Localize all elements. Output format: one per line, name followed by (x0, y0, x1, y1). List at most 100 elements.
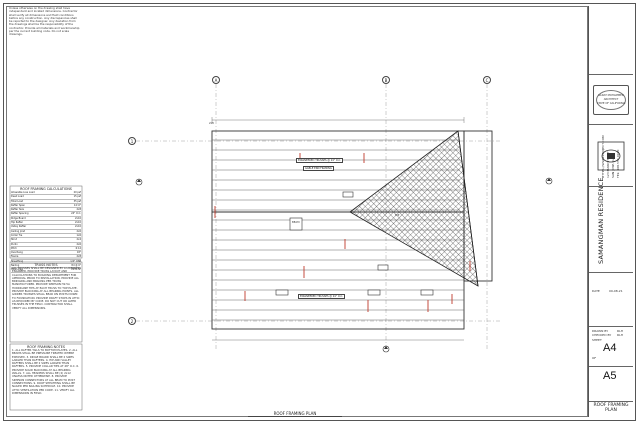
roof-table-cell-label: Total Area (11, 268, 23, 272)
roof-table-cell-value: 24" O.C. (71, 212, 81, 216)
roof-table-cell-label: Rafter Span (11, 203, 26, 207)
stamp-title: ARCHITECT (603, 98, 619, 101)
roof-table-row: Overhang 18" (11, 251, 81, 256)
roof-table-cell-value: 35 psf (73, 199, 81, 203)
roof-table-cell-label: Rafter Spacing (11, 212, 29, 216)
dimension-tag: 2x8 (209, 122, 214, 125)
grid-bubble-1: 1 (128, 137, 136, 145)
project-owner: SAMANGMAN RESIDENCE (597, 177, 605, 264)
truss-label-top: ENGINEERED TRUSSES @ 24" O.C. (296, 158, 344, 163)
roof-table-cell-label: Total Load (11, 199, 24, 203)
roof-framing-drawing (9, 84, 553, 411)
roof-table-cell-label: Valley Rafter (11, 225, 27, 229)
roof-table-row: Nailing 8d @ 6" (11, 264, 81, 269)
checked-value: RLH (617, 333, 624, 337)
roof-table-cell-label: Strut (11, 238, 17, 242)
roof-table-cell-value: 2x8 (76, 208, 81, 212)
roof-table-cell-value: 15 psf (73, 195, 81, 199)
roof-table-row: Purlin 2x6 (11, 243, 81, 247)
sheet-border (3, 3, 636, 421)
drawing-title: ROOF FRAMING PLAN (273, 411, 317, 416)
roof-table-cell-label: Ridge Board (11, 216, 26, 220)
roof-table-row: Total Area 2150 SF (11, 268, 81, 273)
roof-table-cell-label: Collar Tie (11, 233, 23, 237)
roof-table-row: Ceiling Joist 2x6 (11, 230, 81, 234)
roof-table-row: Collar Tie 1x6 (11, 233, 81, 239)
architect-stamp: SADAT MOHAMMED ARCHITECT STATE OF CALIFO… (593, 85, 629, 115)
general-disclaimer: Unless otherwise on the drawing shall ha… (9, 6, 80, 37)
roof-table-cell-value: 8d @ 6" (71, 264, 81, 268)
date-value: 09-08-21 (609, 289, 623, 293)
roof-table-cell-value: 2x10 (75, 221, 81, 225)
grid-bubble-c: C (483, 76, 491, 84)
roof-table-row: Allowable Live Load 20 psf (11, 191, 81, 196)
stamp-name: SADAT MOHAMMED (598, 94, 624, 97)
roof-table-cell-value: 14'-0" (73, 203, 81, 207)
truss-notes-title: TRUSS NOTES (34, 263, 58, 267)
roof-table-row: Rafter Span 14'-0" (11, 203, 81, 209)
drawn-value: RLH (617, 329, 624, 333)
grid-bubble-2: 2 (128, 317, 136, 325)
stamp-seal-icon (596, 90, 626, 110)
roof-table-row: Sheathing 1/2" OSB (11, 259, 81, 265)
beam-label: BEAM (292, 221, 300, 224)
roof-framing-notes: ROOF FRAMING NOTES 1. ALL RAFTER TAILS T… (12, 345, 80, 395)
roof-table-title: ROOF FRAMING CALCULATIONS (20, 187, 72, 191)
roof-table-cell-label: Pitch (11, 246, 17, 250)
roof-table-cell-value: 2x10 (75, 216, 81, 220)
roof-table-cell-value: 20 psf (73, 191, 81, 194)
roof-notes-body: 1. ALL RAFTER TAILS TO BOTTOM PLATES. 2.… (12, 348, 79, 395)
roof-table-cell-value: 1x6 (76, 233, 81, 237)
sheet-title: ROOF FRAMING PLAN (593, 403, 629, 413)
roof-table-row: Strut 2x4 (11, 238, 81, 243)
roof-table-row: Ridge Board 2x10 (11, 216, 81, 222)
stamp-state: STATE OF CALIFORNIA (596, 102, 626, 105)
roof-table-cell-label: Overhang (11, 251, 23, 255)
roof-table-cell-value: 2x6 (76, 229, 81, 233)
roof-table-row: Total Load 35 psf (11, 200, 81, 204)
drawn-label: DRAWN BY (592, 329, 609, 333)
truss-notes-body: ALL TRUSSES SHALL BE DESIGNED BY A LICEN… (12, 266, 80, 310)
roof-table-cell-label: Dead Load (11, 195, 24, 199)
roof-table-row: Pitch 6:12 (11, 246, 81, 252)
date-label: DATE (592, 289, 600, 293)
gable-label: GABLE END FRAMING (303, 166, 334, 171)
roof-notes-title: ROOF FRAMING NOTES (27, 345, 65, 349)
roof-table-cell-label: Hip Rafter (11, 221, 24, 225)
roof-table-cell-value: 18" (76, 251, 81, 255)
roof-calculation-table: ROOF FRAMING CALCULATIONS Allowable Live… (11, 187, 81, 273)
roof-table-row: Rafter Spacing 24" O.C. (11, 212, 81, 217)
roof-table-row: Dead Load 15 psf (11, 195, 81, 200)
roof-table-cell-value: 2150 SF (71, 268, 81, 272)
roof-table-cell-label: Ceiling Joist (11, 229, 25, 233)
roof-table-cell-label: Allowable Live Load (11, 191, 35, 194)
truss-label-bottom: ENGINEERED TRUSSES @ 24" O.C. (298, 294, 346, 299)
roof-table-row: Rafter Size 2x8 (11, 208, 81, 213)
roof-table-cell-label: Sheathing (11, 259, 24, 263)
grid-bubble-b: B (382, 76, 390, 84)
firm-logo-icon (597, 141, 625, 171)
roof-table-cell-value: 2x4 (76, 238, 81, 242)
title-underline (248, 416, 342, 417)
roof-table-row: Fascia 2x8 (11, 255, 81, 260)
title-block: SADAT MOHAMMED ARCHITECT STATE OF CALIFO… (588, 6, 633, 417)
roof-table-cell-value: 1/2" OSB (70, 259, 81, 263)
grid-bubble-a: A (212, 76, 220, 84)
roof-table-cell-value: 2x8 (76, 255, 81, 259)
roof-table-cell-value: 6:12 (75, 246, 81, 250)
total-sheets: A5 (603, 370, 617, 382)
roof-table-cell-label: Fascia (11, 255, 19, 259)
roof-table-cell-label: Nailing (11, 264, 20, 268)
of-label: OF (592, 356, 597, 360)
sheet-number: A4 (603, 342, 617, 354)
roof-table-cell-label: Rafter Size (11, 208, 24, 212)
hip-label: HIP (395, 214, 400, 217)
roof-table-cell-value: 2x6 (76, 242, 81, 246)
checked-label: CHECKED BY (592, 333, 612, 337)
roof-table-row: Hip Rafter 2x10 (11, 221, 81, 226)
truss-notes: TRUSS NOTES ALL TRUSSES SHALL BE DESIGNE… (12, 263, 80, 310)
roof-table-cell-value: 2x10 (75, 225, 81, 229)
sheet-label: SHEET (592, 338, 602, 342)
roof-table-cell-label: Purlin (11, 242, 18, 246)
roof-table-row: Valley Rafter 2x10 (11, 225, 81, 230)
